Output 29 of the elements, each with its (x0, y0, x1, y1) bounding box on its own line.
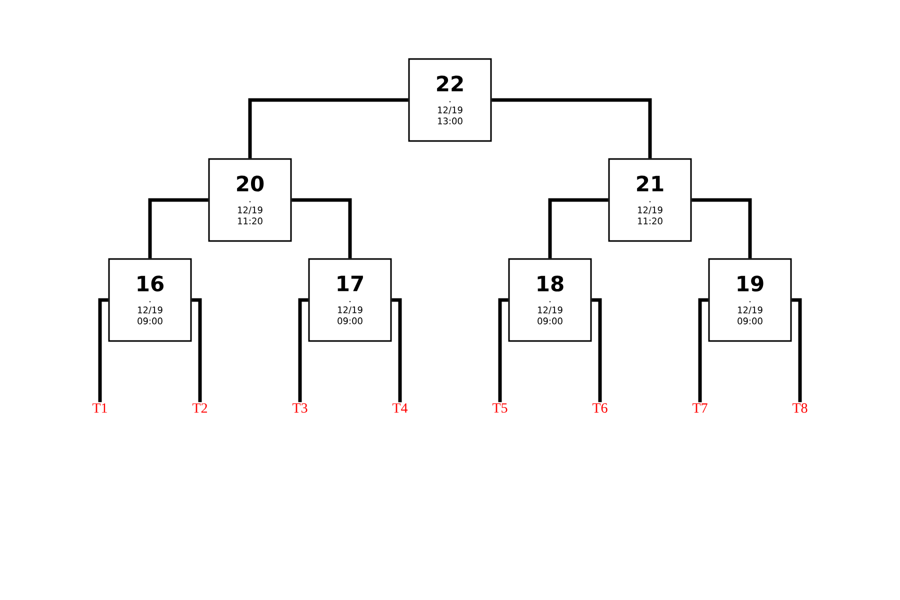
tree-box: 20 . 12/19 11:20 (208, 158, 292, 242)
tree-box: 16 . 12/19 09:00 (108, 258, 192, 342)
bracket-line (392, 298, 402, 402)
bracket-line (698, 298, 708, 402)
bracket-line (98, 298, 108, 402)
leaf-label: T7 (692, 403, 708, 413)
tree-box: 17 . 12/19 09:00 (308, 258, 392, 342)
bracket-line (692, 198, 752, 258)
leaf-label: T2 (192, 403, 207, 413)
bracket-line (492, 98, 652, 158)
leaf-label: T8 (792, 403, 808, 413)
bracket-line (548, 198, 608, 258)
leaf-label: T4 (392, 403, 408, 413)
tree-box: 22 . 12/19 13:00 (408, 58, 492, 142)
leaf-label: T5 (492, 403, 508, 413)
bracket-line (292, 198, 352, 258)
bracket-line (148, 198, 208, 258)
bracket-line (192, 298, 202, 402)
bracket-line (592, 298, 602, 402)
tree-box: 18 . 12/19 09:00 (508, 258, 592, 342)
leaf-label: T6 (592, 403, 608, 413)
bracket-line (298, 298, 308, 402)
tree-box: 19 . 12/19 09:00 (708, 258, 792, 342)
bracket-line (248, 98, 408, 158)
bracket-line (498, 298, 508, 402)
leaf-label: T1 (92, 403, 107, 413)
bracket-line (792, 298, 802, 402)
tree-box: 21 . 12/19 11:20 (608, 158, 692, 242)
leaf-label: T3 (292, 403, 308, 413)
